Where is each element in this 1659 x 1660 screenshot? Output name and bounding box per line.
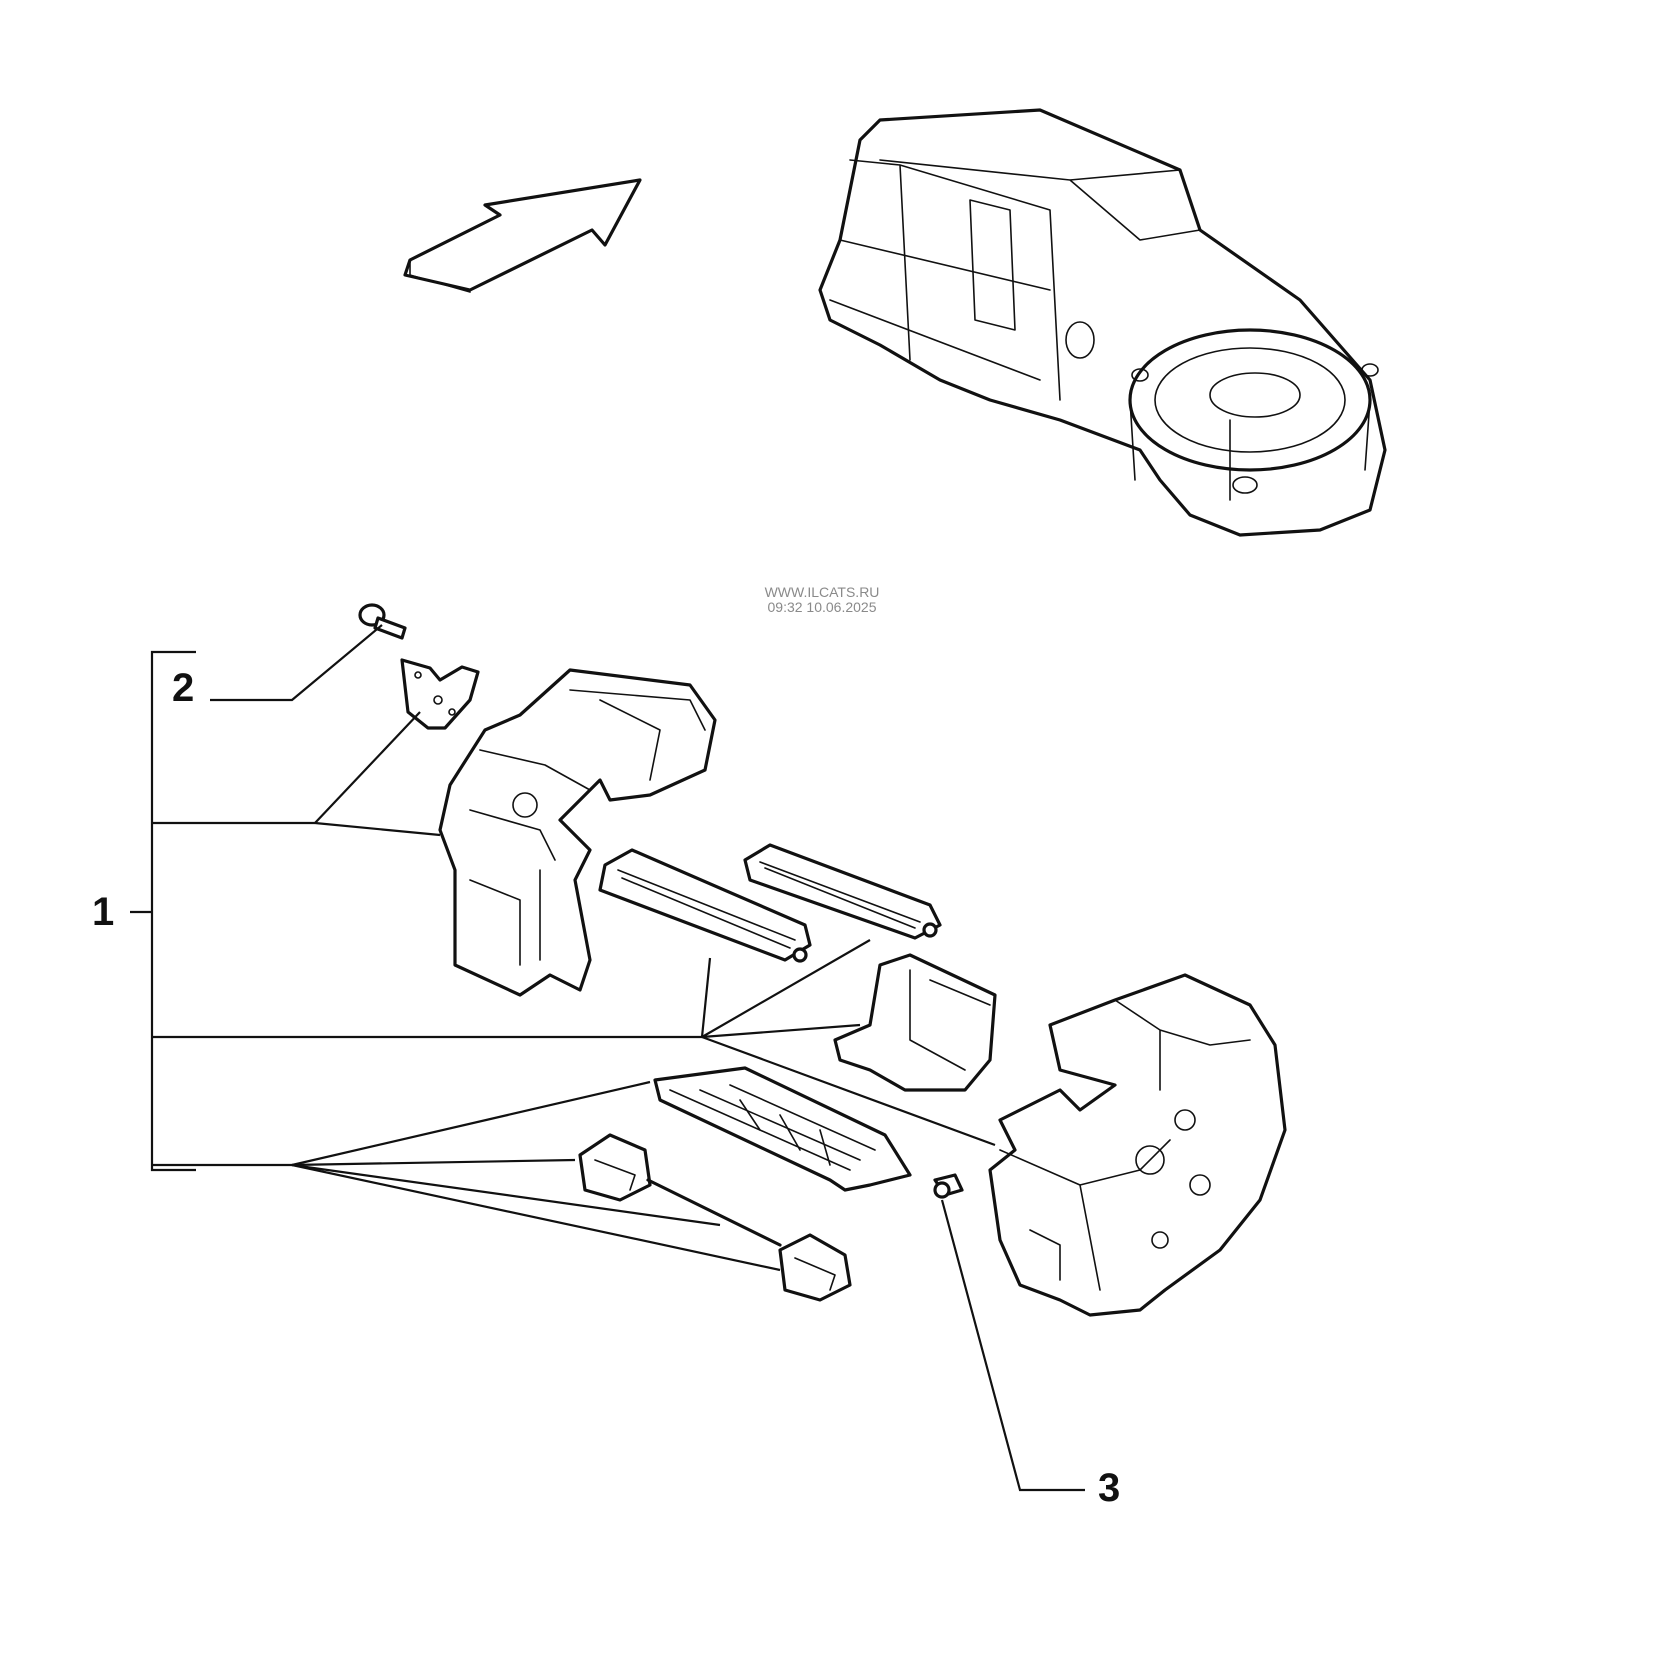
watermark: WWW.ILCATS.RU 09:32 10.06.2025 <box>752 585 892 615</box>
grid-part <box>653 1066 912 1192</box>
watermark-site: WWW.ILCATS.RU <box>764 584 880 600</box>
callout-label-1: 1 <box>92 890 115 934</box>
flap-lower-part <box>598 848 812 963</box>
direction-arrow-icon <box>403 178 642 293</box>
callout-label-2: 2 <box>172 666 195 710</box>
right-housing-part <box>988 973 1287 1317</box>
callout-label-3: 3 <box>1098 1466 1121 1510</box>
flap-upper-part <box>743 843 942 940</box>
middle-housing-part <box>833 953 997 1092</box>
gear-link-part <box>578 1133 852 1302</box>
watermark-timestamp: 09:32 10.06.2025 <box>767 599 877 615</box>
leader-lines <box>130 624 1085 1492</box>
bolt-part <box>358 603 407 640</box>
left-housing-part <box>438 668 717 997</box>
bracket-part <box>400 658 480 730</box>
heater-housing-assembly <box>818 108 1387 537</box>
screw-part <box>933 1173 964 1199</box>
